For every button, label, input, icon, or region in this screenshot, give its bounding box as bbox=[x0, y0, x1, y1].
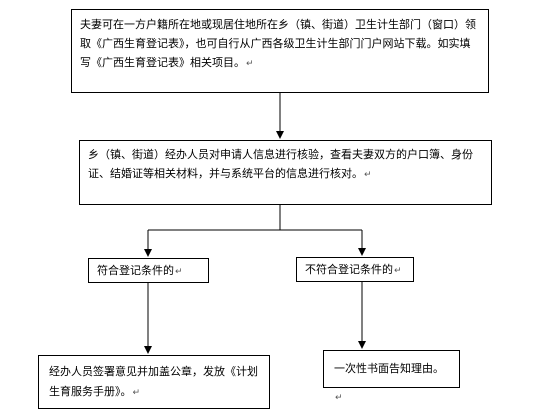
paragraph-mark-icon: ↵ bbox=[394, 266, 402, 276]
paragraph-mark-icon: ↵ bbox=[246, 59, 254, 69]
result-issue-handbook-box: 经办人员签署意见并加盖公章，发放《计划生育服务手册》。↵ bbox=[38, 355, 270, 409]
paragraph-mark-icon: ↵ bbox=[132, 388, 141, 398]
step-apply-text: 夫妻可在一方户籍所在地或现居住地所在乡（镇、街道）卫生计生部门（窗口）领取《广西… bbox=[80, 18, 476, 69]
branch-ineligible-box: 不符合登记条件的↵ bbox=[296, 257, 414, 282]
branch-eligible-box: 符合登记条件的↵ bbox=[88, 258, 209, 283]
result-notify-reason-text: 一次性书面告知理由。 bbox=[334, 362, 444, 375]
result-issue-handbook-text: 经办人员签署意见并加盖公章，发放《计划生育服务手册》。 bbox=[49, 365, 258, 398]
step-verify-text: 乡（镇、街道）经办人员对申请人信息进行核验，查看夫妻双方的户口簿、身份证、结婚证… bbox=[88, 148, 473, 180]
paragraph-mark-icon: ↵ bbox=[335, 393, 343, 403]
paragraph-mark-icon: ↵ bbox=[364, 170, 372, 180]
branch-eligible-text: 符合登记条件的 bbox=[97, 264, 174, 277]
step-verify-box: 乡（镇、街道）经办人员对申请人信息进行核验，查看夫妻双方的户口簿、身份证、结婚证… bbox=[79, 140, 492, 205]
paragraph-mark-icon: ↵ bbox=[175, 267, 183, 277]
branch-ineligible-text: 不符合登记条件的 bbox=[305, 263, 393, 276]
step-apply-box: 夫妻可在一方户籍所在地或现居住地所在乡（镇、街道）卫生计生部门（窗口）领取《广西… bbox=[71, 9, 489, 93]
result-notify-reason-box: 一次性书面告知理由。 ↵ bbox=[323, 350, 460, 403]
